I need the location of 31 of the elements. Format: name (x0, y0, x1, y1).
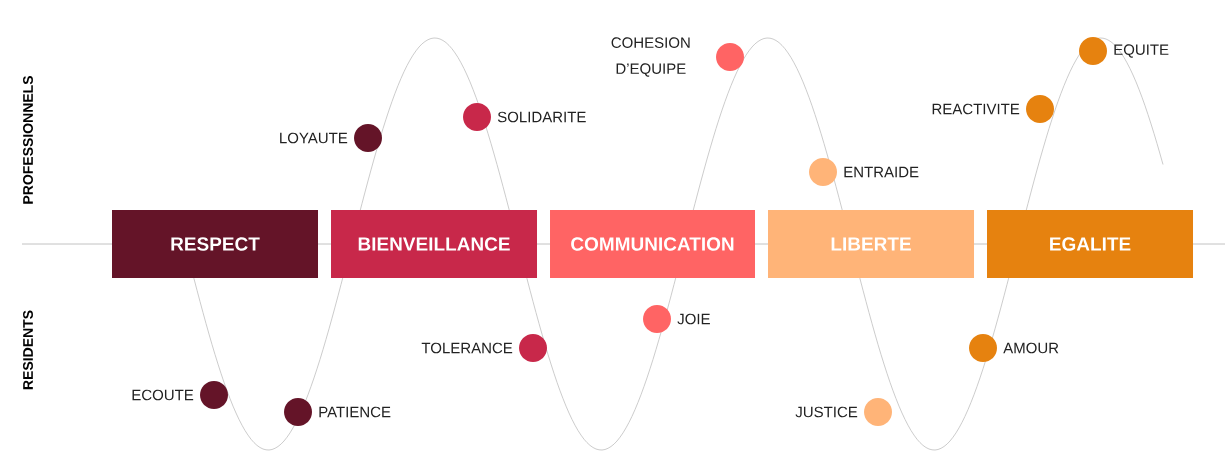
dot (284, 398, 312, 426)
dot (643, 305, 671, 333)
dot-label: SOLIDARITE (497, 111, 586, 123)
dot (354, 124, 382, 152)
dot-label: AMOUR (1003, 342, 1059, 354)
value-box: BIENVEILLANCE (331, 210, 537, 278)
dot (463, 103, 491, 131)
dot (1079, 37, 1107, 65)
dot (200, 381, 228, 409)
dot (716, 43, 744, 71)
dot-label: COHESION D’EQUIPE (611, 37, 690, 77)
dot-label: EQUITE (1114, 44, 1169, 58)
dot-label: JUSTICE (795, 406, 858, 418)
dot (519, 334, 547, 362)
value-box: COMMUNICATION (550, 210, 755, 278)
dot-label: LOYAUTE (280, 132, 348, 144)
value-box: LIBERTE (768, 210, 974, 278)
dot (809, 158, 837, 186)
dot-label: REACTIVITE (932, 103, 1020, 115)
value-box: EGALITE (987, 210, 1193, 278)
dot-label: ENTRAIDE (844, 166, 919, 178)
side-label: RESIDENTS (23, 310, 33, 390)
side-label: PROFESSIONNELS (23, 75, 33, 204)
value-box: RESPECT (112, 210, 318, 278)
dot (864, 398, 892, 426)
dot-label: TOLERANCE (421, 342, 513, 354)
dot-label: ECOUTE (132, 389, 194, 401)
dot (1026, 95, 1054, 123)
dot-label: JOIE (677, 313, 710, 325)
dot-label: PATIENCE (319, 406, 391, 418)
dot (969, 334, 997, 362)
